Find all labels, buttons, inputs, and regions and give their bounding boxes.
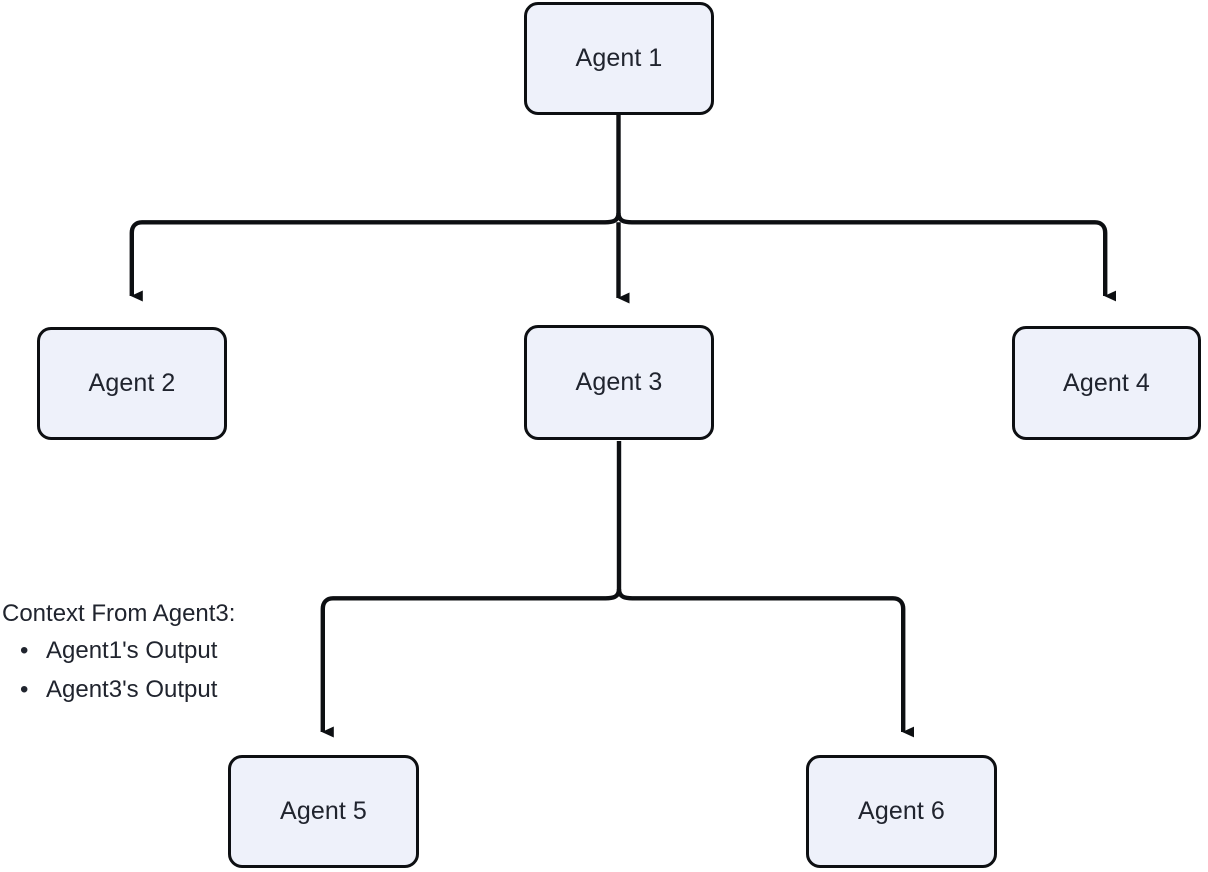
edge-upper-bus-left	[129, 212, 621, 302]
node-agent1[interactable]: Agent 1	[524, 2, 714, 115]
node-agent5-label: Agent 5	[280, 797, 367, 825]
bullet-icon: •	[20, 676, 29, 704]
list-item: • Agent1's Output	[2, 632, 322, 671]
list-item-label: Agent3's Output	[46, 676, 218, 704]
node-agent6[interactable]: Agent 6	[806, 755, 997, 868]
edge-lower-bus-left	[320, 588, 622, 738]
node-agent6-label: Agent 6	[858, 797, 945, 825]
node-agent3-label: Agent 3	[575, 368, 663, 396]
context-annotation-title: Context From Agent3:	[2, 600, 236, 627]
list-item-label: Agent1's Output	[46, 637, 218, 665]
context-annotation-list: • Agent1's Output • Agent3's Output	[2, 632, 322, 710]
node-agent4-label: Agent 4	[1063, 368, 1150, 397]
node-agent3[interactable]: Agent 3	[524, 325, 714, 440]
node-agent2[interactable]: Agent 2	[37, 327, 227, 440]
bullet-icon: •	[20, 637, 29, 665]
edge-lower-bus-right	[616, 588, 915, 738]
context-annotation: Context From Agent3: • Agent1's Output •…	[2, 600, 322, 710]
node-agent2-label: Agent 2	[88, 369, 176, 397]
node-agent1-label: Agent 1	[575, 44, 663, 72]
node-agent5[interactable]: Agent 5	[228, 755, 419, 868]
list-item: • Agent3's Output	[2, 671, 322, 710]
node-agent4[interactable]: Agent 4	[1012, 326, 1201, 440]
edge-upper-bus-right	[616, 212, 1117, 302]
